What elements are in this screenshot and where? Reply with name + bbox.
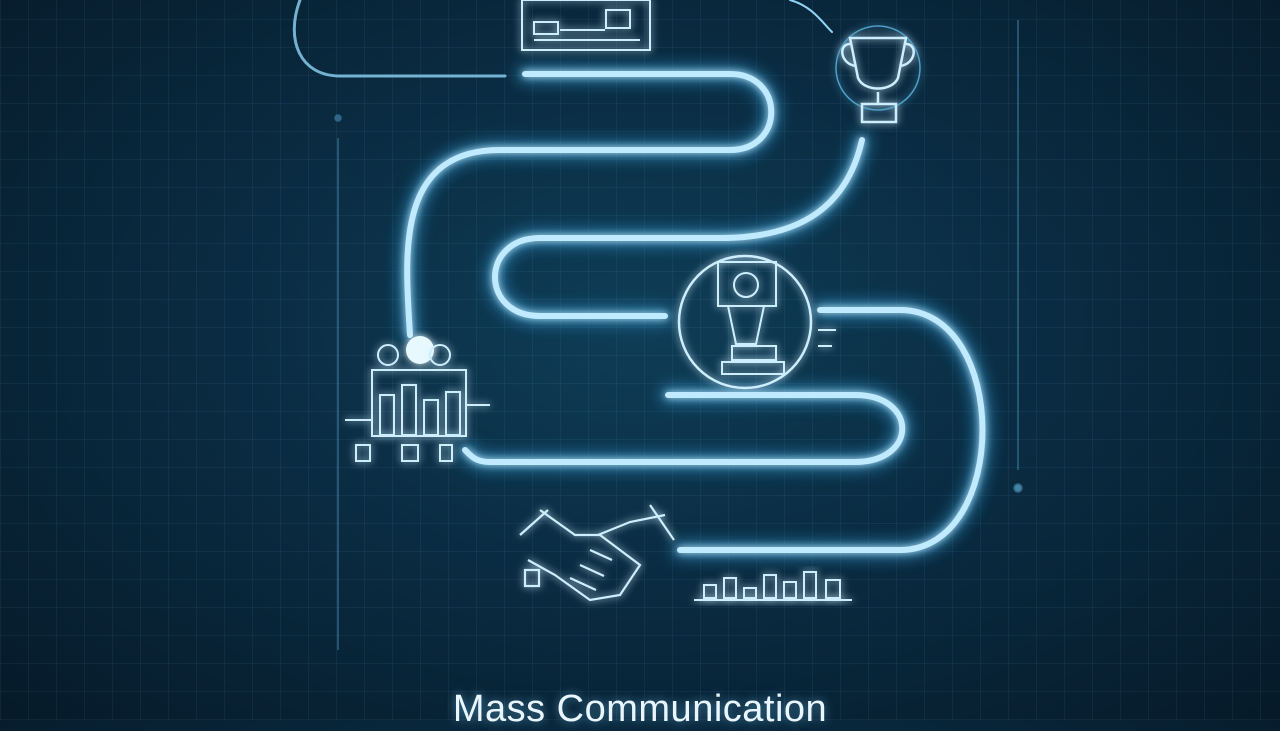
award-icon (677, 254, 836, 390)
winding-path (292, 0, 991, 558)
frame-guides (334, 20, 1023, 650)
glow-orb (406, 336, 434, 364)
caption-title: Mass Communication (452, 688, 828, 730)
team-icon (345, 344, 490, 462)
bar-chart-icon (694, 571, 852, 601)
truck-icon (521, 0, 651, 51)
handshake-icon (519, 504, 675, 602)
trophy-icon (835, 25, 921, 124)
